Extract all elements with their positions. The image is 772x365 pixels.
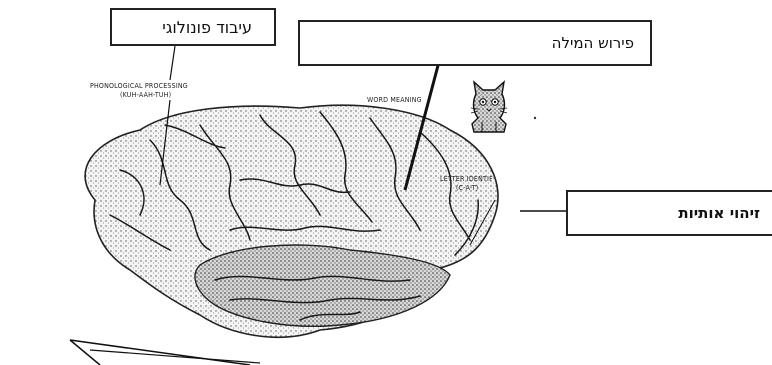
pointer-line-upper	[70, 340, 250, 365]
label-phonological-processing: PHONOLOGICAL PROCESSING	[90, 82, 188, 91]
callout-word-meaning: פירוש המילה	[298, 20, 652, 66]
callout-letter-identification-text: זיהוי אותיות	[678, 204, 760, 222]
scan-speck	[534, 117, 536, 119]
callout-word-meaning-text: פירוש המילה	[552, 34, 634, 52]
leader-phonology	[170, 46, 175, 80]
callout-letter-identification: זיהוי אותיות	[566, 190, 772, 236]
callout-phonological-text: עיבוד פונולוגי	[162, 18, 252, 37]
callout-phonological-processing: עיבוד פונולוגי	[110, 8, 276, 46]
cat-icon	[471, 82, 507, 132]
label-word-meaning: WORD MEANING	[367, 96, 422, 105]
pointer-line-mid	[90, 350, 260, 363]
brain-illustration	[85, 105, 498, 337]
label-phonological-sound: (KUH-AAH-TUH)	[120, 91, 171, 100]
label-letter-sequence: (C-A-T)	[456, 184, 478, 193]
label-letter-identification: LETTER IDENTIF	[440, 175, 493, 184]
